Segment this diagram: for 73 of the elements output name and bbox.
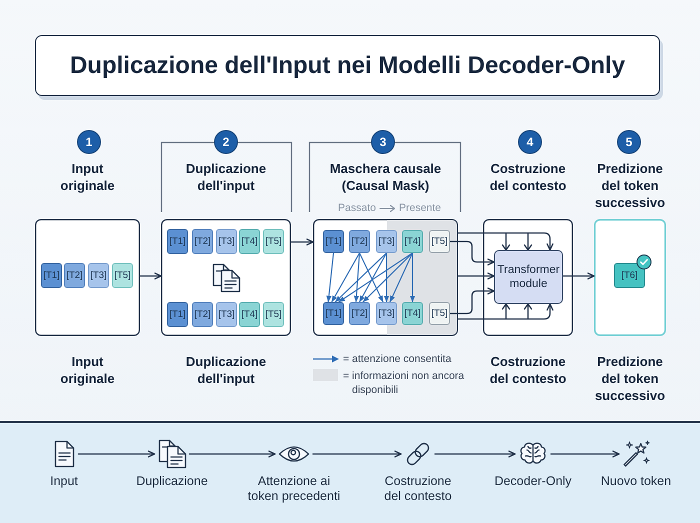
token: [T4] [402, 302, 423, 325]
step-heading: Duplicazione dell'input [184, 160, 268, 194]
token: [T2] [349, 230, 370, 253]
step-heading: Predizione del token successivo [594, 160, 666, 211]
step-heading: Maschera causale (Causal Mask) [328, 160, 442, 194]
step-heading: Costruzione del contesto [488, 160, 568, 194]
arrow [312, 450, 402, 458]
arrow [434, 450, 516, 458]
arrow [449, 240, 495, 266]
attention-arrow [384, 252, 390, 303]
branching-arrow [457, 232, 554, 251]
branching-arrow [457, 303, 554, 320]
legend-text: = attenzione consentita [343, 352, 452, 366]
step-label: Input [49, 474, 79, 489]
step-caption: Input originale [59, 353, 116, 387]
token: [T5] [263, 229, 284, 254]
token: [T1] [167, 302, 188, 327]
step-caption: Predizione del token successivo [594, 353, 666, 404]
token: [T3] [376, 302, 397, 325]
token: [T5] [429, 302, 450, 325]
step-number: 3 [372, 131, 394, 153]
token: [T2] [192, 229, 213, 254]
step-label: Attenzione ai token precedenti [246, 474, 342, 504]
timeline-label: Passato [338, 201, 376, 215]
token: [T2] [349, 302, 370, 325]
step-number: 2 [215, 131, 237, 153]
step-heading: Input originale [59, 160, 116, 194]
token: [T4] [239, 229, 260, 254]
token: [T2] [64, 263, 85, 288]
attention-arrow [354, 252, 360, 303]
legend-text: = informazioni non ancora disponibili [343, 369, 466, 397]
attention-arrow [334, 252, 388, 303]
step-label: Duplicazione [135, 474, 209, 489]
token: [T4] [402, 230, 423, 253]
step-number: 4 [519, 131, 541, 153]
step-caption: Duplicazione dell'input [184, 353, 268, 387]
attention-arrow [410, 252, 416, 303]
arrow [290, 238, 314, 246]
attention-arrow [362, 252, 414, 303]
arrow [562, 272, 595, 280]
token: [T4] [239, 302, 260, 327]
token: [T5] [263, 302, 284, 327]
arrow [550, 450, 620, 458]
token: [T1] [167, 229, 188, 254]
token: [T1] [323, 230, 344, 253]
step-number: 1 [78, 131, 100, 153]
token: [T5] [112, 263, 133, 288]
arrow [188, 450, 276, 458]
arrow [449, 288, 495, 314]
token: [T3] [216, 229, 237, 254]
token: [T3] [88, 263, 109, 288]
arrow [457, 272, 495, 280]
module-block: Transformer module [494, 250, 563, 304]
timeline-label: Presente [399, 201, 442, 215]
attention-arrow [338, 252, 414, 303]
token: [T5] [429, 230, 450, 253]
token: [T3] [216, 302, 237, 327]
step-label: Decoder-Only [493, 474, 573, 489]
token: [T1] [323, 302, 344, 325]
step-label: Costruzione del contesto [383, 474, 453, 504]
step-caption: Costruzione del contesto [488, 353, 568, 387]
footer-band [0, 421, 700, 523]
token: [T6] [614, 263, 645, 288]
arrow [139, 272, 162, 280]
step-label: Nuovo token [600, 474, 672, 489]
arrow [78, 450, 156, 458]
token: [T1] [41, 263, 62, 288]
token: [T2] [192, 302, 213, 327]
attention-arrow [331, 252, 360, 303]
attention-arrow [389, 252, 414, 303]
attention-arrow [326, 252, 334, 303]
step-number: 5 [618, 131, 640, 153]
token: [T3] [376, 230, 397, 253]
